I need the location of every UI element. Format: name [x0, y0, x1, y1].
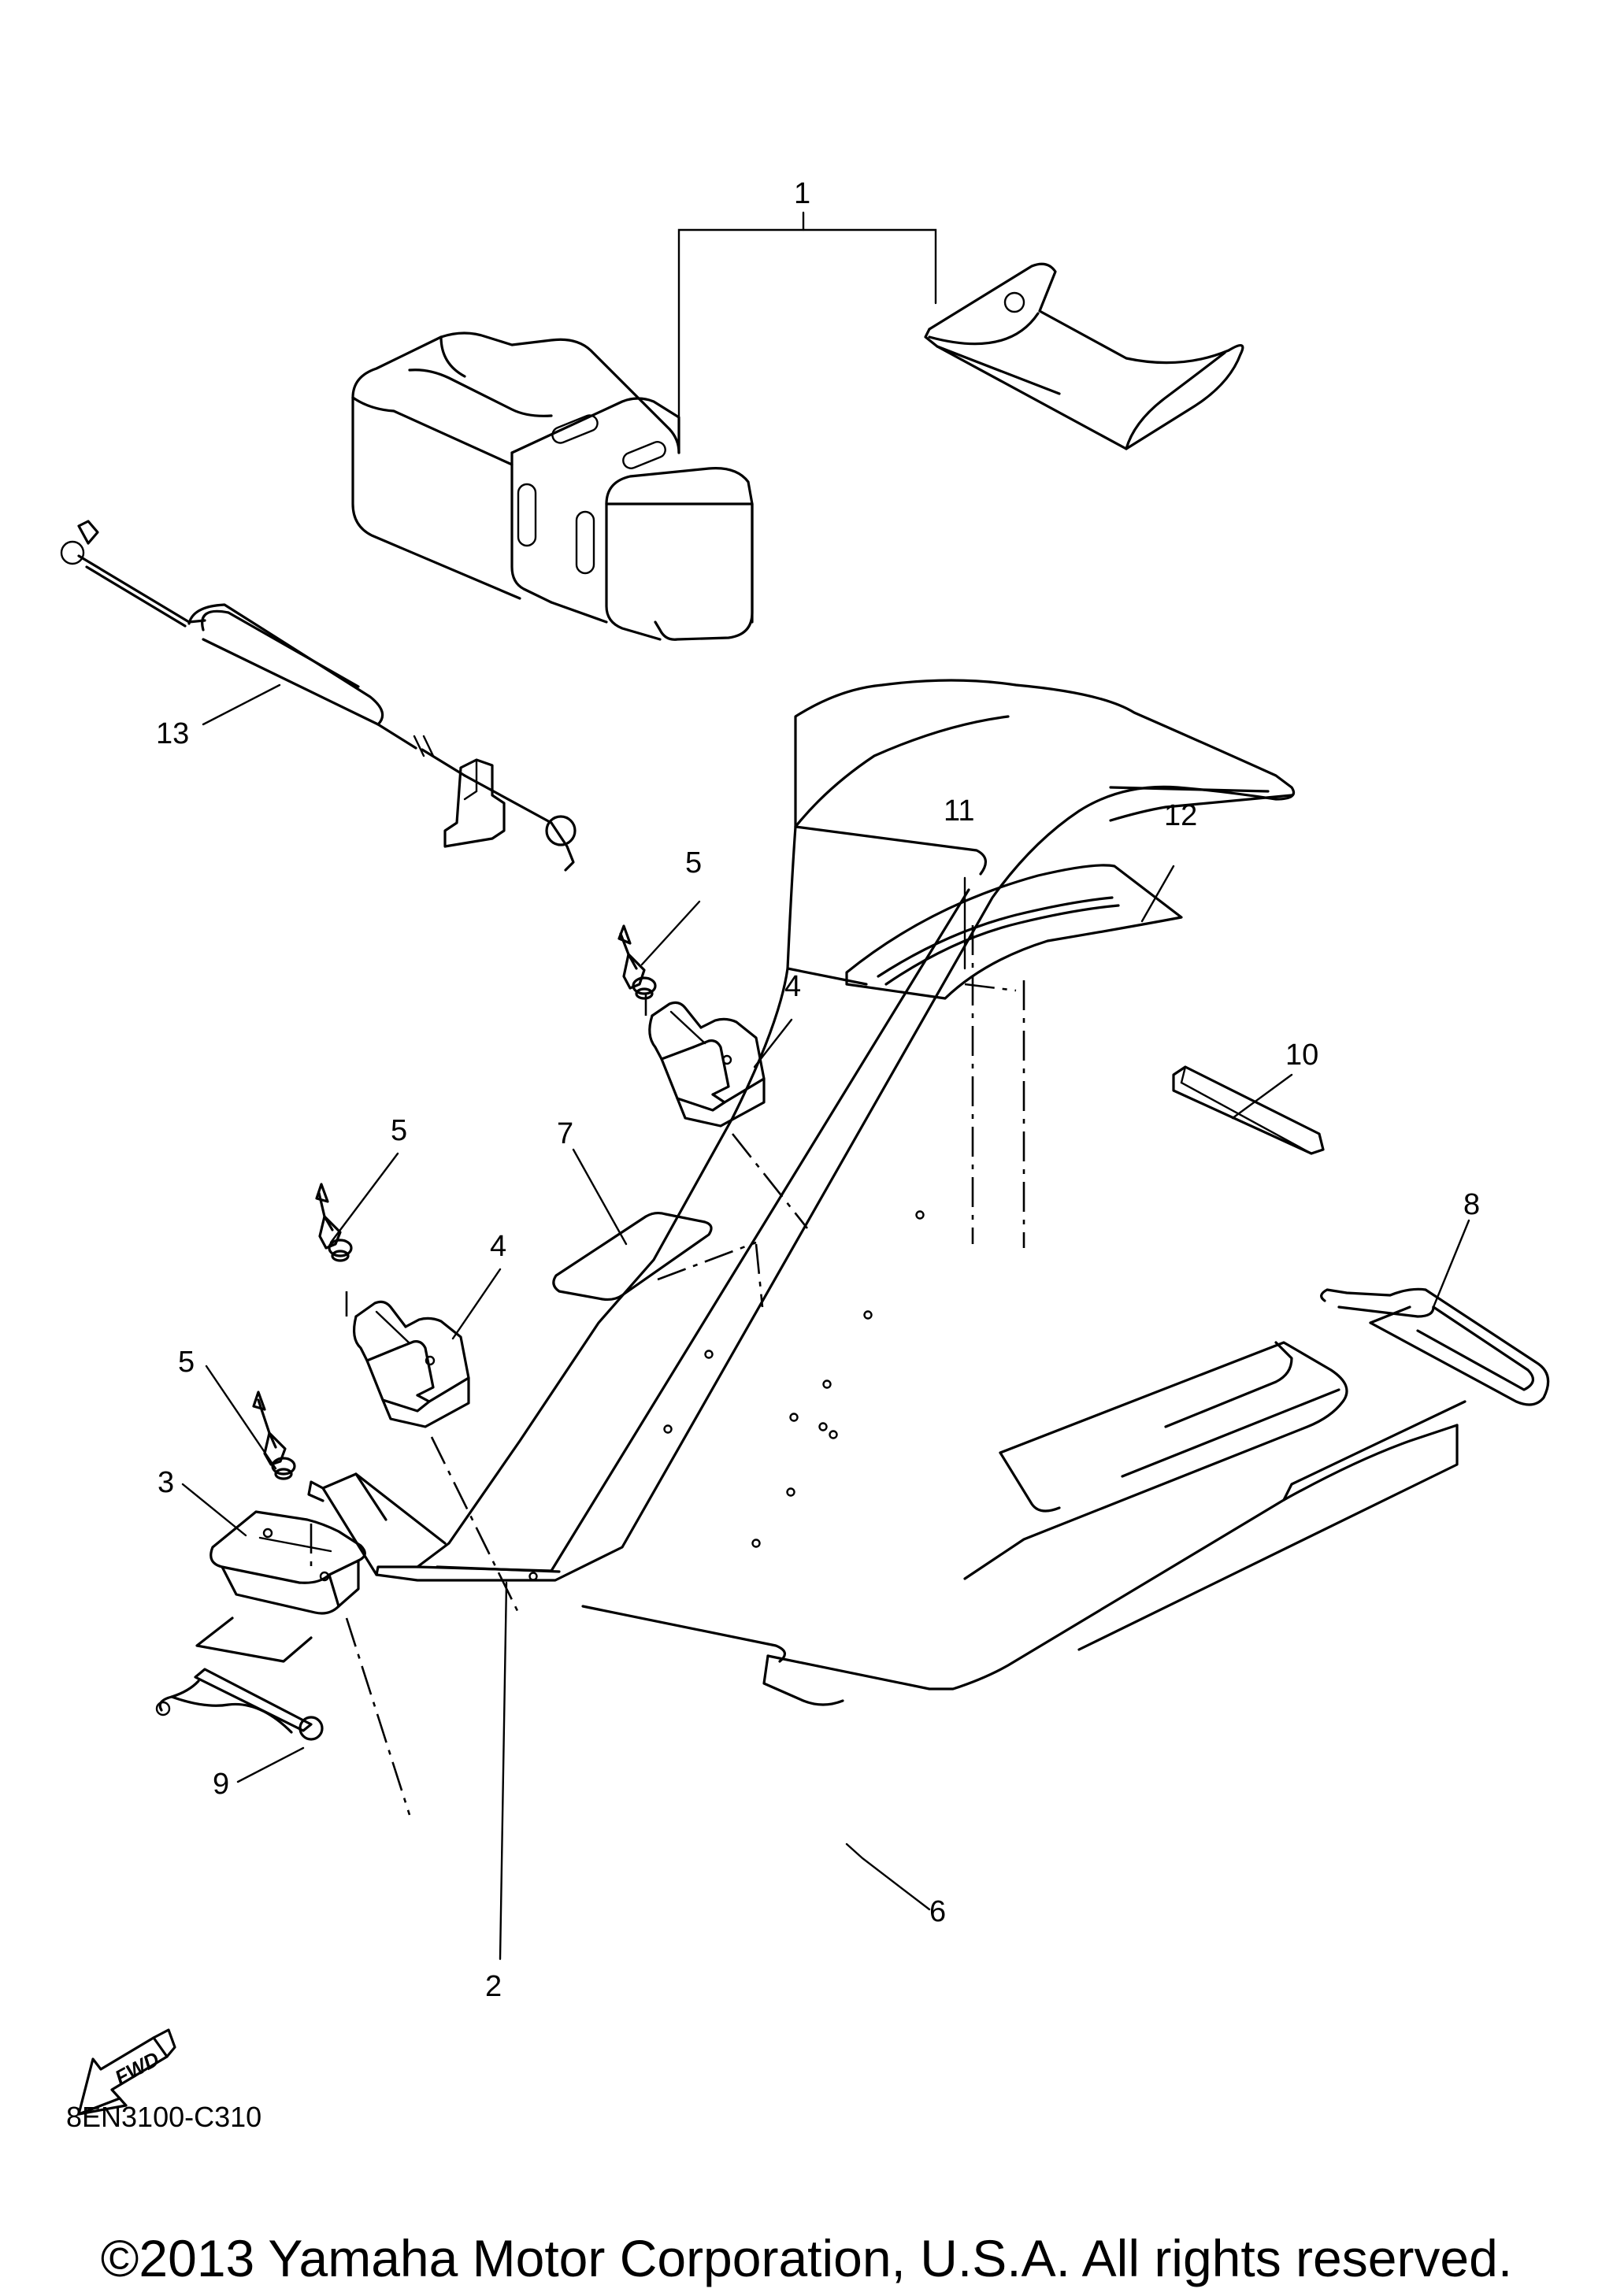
callout-12: 12	[1164, 799, 1197, 832]
callout-8: 8	[1463, 1188, 1480, 1221]
callout-4-upper: 4	[784, 970, 801, 1003]
callout-2: 2	[485, 1970, 502, 2003]
fwd-label: FWD	[111, 2046, 164, 2089]
callout-7: 7	[557, 1117, 573, 1150]
part-6-mat	[581, 1341, 1467, 1706]
part-9-pin	[155, 1668, 324, 1741]
diagram-code: 8EN3100-C310	[66, 2101, 262, 2133]
copyright-notice: ©2013 Yamaha Motor Corporation, U.S.A. A…	[100, 2229, 1513, 2287]
part-4-latch-upper	[644, 994, 809, 1229]
callout-5-middle: 5	[391, 1114, 407, 1147]
part-4-latch-lower	[345, 1291, 521, 1616]
leader-lines	[181, 683, 1470, 1961]
callout-6: 6	[929, 1895, 946, 1928]
callout-numbers: 1 13 11 12 5 4 10 5 7 8 4 5 3 9 6 2	[156, 177, 1480, 2003]
part-13-lanyard	[60, 520, 577, 872]
part-3-hinge	[195, 1510, 411, 1816]
callout-5-upper: 5	[685, 846, 702, 880]
part-5-rivets	[252, 924, 657, 1480]
callout-3: 3	[158, 1466, 174, 1499]
callout-9: 9	[213, 1768, 229, 1801]
part-2-bracket-plate	[307, 679, 1296, 1582]
part-10-strip	[964, 983, 1325, 1155]
part-8-rod	[1320, 1287, 1550, 1406]
callout-10: 10	[1285, 1039, 1318, 1072]
part-1-tool-bag	[351, 211, 1244, 641]
callout-13: 13	[156, 717, 189, 750]
part-11-12-decals	[845, 864, 1183, 1248]
part-7-label	[552, 1211, 764, 1308]
callout-5-lower: 5	[178, 1346, 195, 1379]
callout-4-lower: 4	[490, 1230, 506, 1263]
callout-11: 11	[944, 794, 974, 828]
callout-1: 1	[794, 177, 810, 210]
